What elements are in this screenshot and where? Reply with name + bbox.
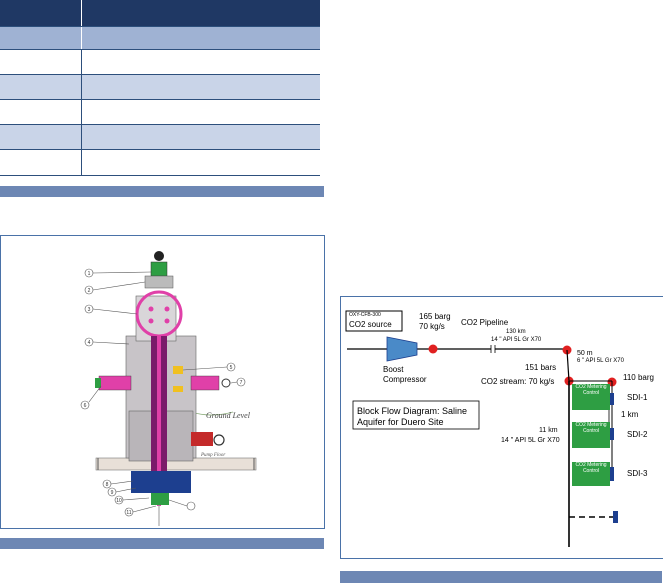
table-row <box>0 100 320 125</box>
callout-7: 7 <box>240 380 243 386</box>
flow-diagram-frame: OXY-CFB-300 CO2 source 165 barg 70 kg/s … <box>340 296 663 559</box>
callout-11: 11 <box>126 510 131 516</box>
table-cell <box>81 27 321 49</box>
metering-box-1: CO2 Metering Control <box>572 384 610 410</box>
table-cell <box>81 100 321 124</box>
pipe3-spec-label: 14 " API 5L Gr X70 <box>501 437 560 444</box>
sdi-2-label: SDI-2 <box>627 430 648 439</box>
table-header-cell <box>81 0 321 26</box>
table-row <box>0 150 320 176</box>
table-header-row <box>0 0 320 27</box>
compressor-label-2: Compressor <box>383 375 427 384</box>
table-cell <box>0 75 80 99</box>
pipe1-spec-label: 14 " API 5L Gr X70 <box>491 337 542 343</box>
callout-8: 8 <box>106 482 109 488</box>
ground-level-label: Ground Level <box>206 411 251 420</box>
table-cell <box>0 27 80 49</box>
source-small-label: OXY-CFB-300 <box>349 312 381 318</box>
bars-151-label: 151 bars <box>525 363 557 372</box>
barg-110-label: 110 barg <box>623 373 654 382</box>
pipe3-length-label: 11 km <box>539 427 558 434</box>
elevation-label: 50 m <box>577 350 593 357</box>
pipeline-label: CO2 Pipeline <box>461 318 509 327</box>
diagram-title-line1: Block Flow Diagram: Saline <box>357 406 468 416</box>
table-cell <box>0 100 80 124</box>
metering-box-3: CO2 Metering Control <box>572 462 610 486</box>
caption-bar-wellhead <box>0 538 324 549</box>
metering-box-label: CO2 Metering Control <box>575 422 607 434</box>
callout-4: 4 <box>88 340 91 346</box>
callout-10: 10 <box>116 498 122 504</box>
table-cell <box>0 125 80 149</box>
diagram-title-line2: Aquifer for Duero Site <box>357 417 444 427</box>
table-row <box>0 50 320 75</box>
sdi-3-label: SDI-3 <box>627 469 648 478</box>
table-cell <box>0 50 80 74</box>
pump-floor-label: Pump Floor <box>200 453 225 458</box>
table-row <box>0 125 320 150</box>
table-cell <box>81 125 321 149</box>
wellhead-figure-frame: 1 2 3 4 5 6 7 8 9 10 11 Ground Level Pum… <box>0 235 325 529</box>
caption-bar-table <box>0 186 324 197</box>
callout-5: 5 <box>230 365 233 371</box>
pressure-top-label: 165 barg <box>419 312 451 321</box>
compressor-label-1: Boost <box>383 365 404 374</box>
table-row <box>0 27 320 50</box>
pipe1-length-label: 130 km <box>506 329 526 335</box>
pipe2-spec-label: 6 " API 5L Gr X70 <box>577 358 624 364</box>
table-cell <box>0 150 80 175</box>
metering-box-label: CO2 Metering Control <box>575 384 607 396</box>
callout-1: 1 <box>88 271 91 277</box>
table-header-cell <box>0 0 80 26</box>
table-cell <box>81 75 321 99</box>
table-row <box>0 75 320 100</box>
table-cell <box>81 150 321 175</box>
flow-top-label: 70 kg/s <box>419 322 445 331</box>
metering-box-2: CO2 Metering Control <box>572 422 610 448</box>
table-cell <box>81 50 321 74</box>
source-label: CO2 source <box>349 320 392 329</box>
flow-diagram-lines <box>345 310 618 547</box>
caption-bar-flow-diagram <box>340 571 662 583</box>
callout-9: 9 <box>111 490 114 496</box>
sdi-1-label: SDI-1 <box>627 393 648 402</box>
spacing-label: 1 km <box>621 410 639 419</box>
callout-6: 6 <box>84 403 87 409</box>
wellhead-diagram: 1 2 3 4 5 6 7 8 9 10 11 Ground Level Pum… <box>80 251 257 526</box>
stream-label: CO2 stream: 70 kg/s <box>481 377 555 386</box>
callout-3: 3 <box>88 307 91 313</box>
callout-2: 2 <box>88 288 91 294</box>
metering-box-label: CO2 Metering Control <box>575 462 607 474</box>
